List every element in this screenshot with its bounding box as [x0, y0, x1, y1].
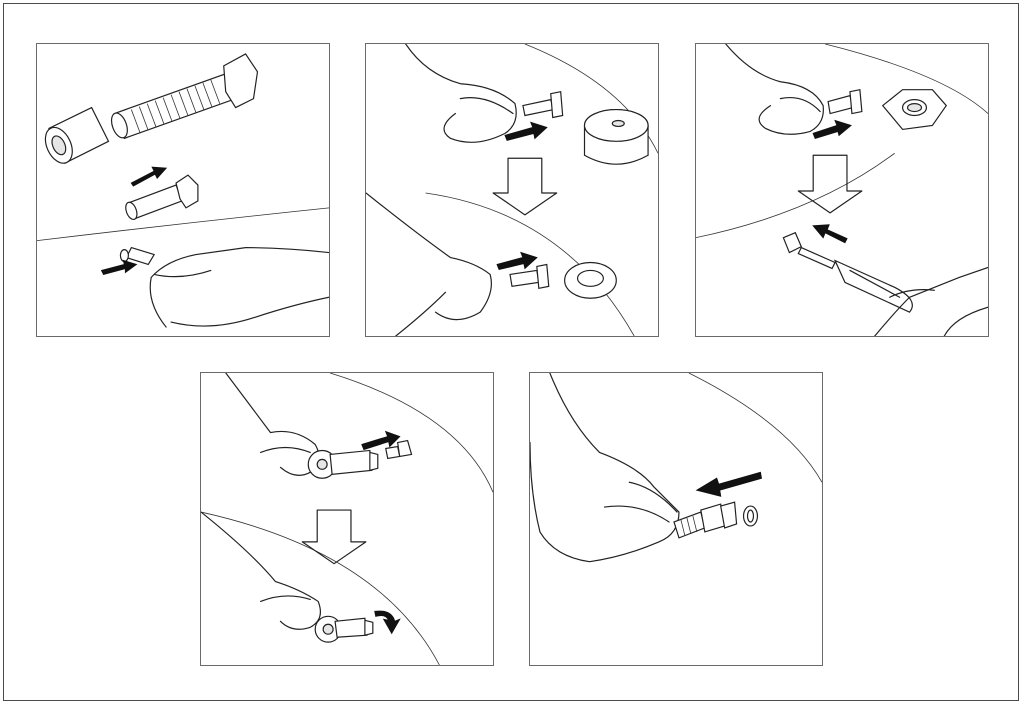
hand-holding-tool — [119, 247, 329, 328]
next-step-arrow — [492, 157, 558, 216]
hand-upper — [405, 44, 517, 143]
pull-arrow — [100, 259, 138, 276]
tighten-arrow — [374, 610, 401, 635]
cylinder-spacer — [583, 108, 649, 165]
figure-frame — [3, 3, 1019, 701]
tire-rim-line — [37, 207, 329, 242]
step-2-illustration — [366, 44, 658, 336]
hand — [530, 373, 680, 563]
valve-fitting — [673, 501, 738, 539]
tire-rim-line — [329, 373, 493, 493]
small-bolt — [125, 174, 199, 221]
tire-rim-line — [688, 373, 822, 483]
insert-arrow — [130, 166, 168, 187]
nut-bolt — [827, 88, 863, 115]
ratchet-wrench-upper — [307, 449, 379, 479]
long-threaded-bolt — [110, 53, 259, 140]
step-3-panel — [695, 43, 989, 337]
hand-upper — [225, 373, 320, 476]
cylinder-nut — [44, 106, 110, 164]
step-1-panel — [36, 43, 330, 337]
step-5-panel — [529, 372, 823, 666]
hand-lower — [201, 511, 321, 630]
insert-arrow — [504, 121, 548, 141]
o-ring — [742, 505, 759, 527]
step-2-panel — [365, 43, 659, 337]
step-3-illustration — [696, 44, 988, 336]
screwdriver — [782, 231, 913, 313]
step-4-panel — [200, 372, 494, 666]
next-step-arrow — [797, 154, 863, 214]
next-step-arrow — [301, 509, 367, 565]
hex-nut — [881, 89, 948, 131]
step-4-illustration — [201, 373, 493, 665]
remove-arrow — [361, 430, 401, 451]
hand-lower — [874, 266, 988, 336]
tire-rim-line-lower — [696, 152, 895, 239]
washer-bolt — [509, 263, 550, 290]
washer-arrow — [496, 251, 538, 271]
tire-rim-line-lower — [425, 192, 635, 336]
hand-upper — [725, 44, 824, 135]
remove-arrow — [812, 224, 848, 244]
ratchet-wrench-lower — [314, 615, 374, 643]
step-5-illustration — [530, 373, 822, 563]
tire-rim-line — [825, 44, 988, 114]
tire-rim-line-lower — [201, 511, 440, 665]
step-1-illustration — [37, 53, 329, 328]
insert-arrow — [812, 119, 852, 139]
install-arrow — [695, 471, 762, 497]
tire-rim-line — [524, 44, 658, 154]
spacer-bolt — [522, 90, 564, 119]
washer — [564, 261, 617, 299]
hand-lower — [366, 192, 492, 336]
fitting-cap — [385, 439, 413, 460]
